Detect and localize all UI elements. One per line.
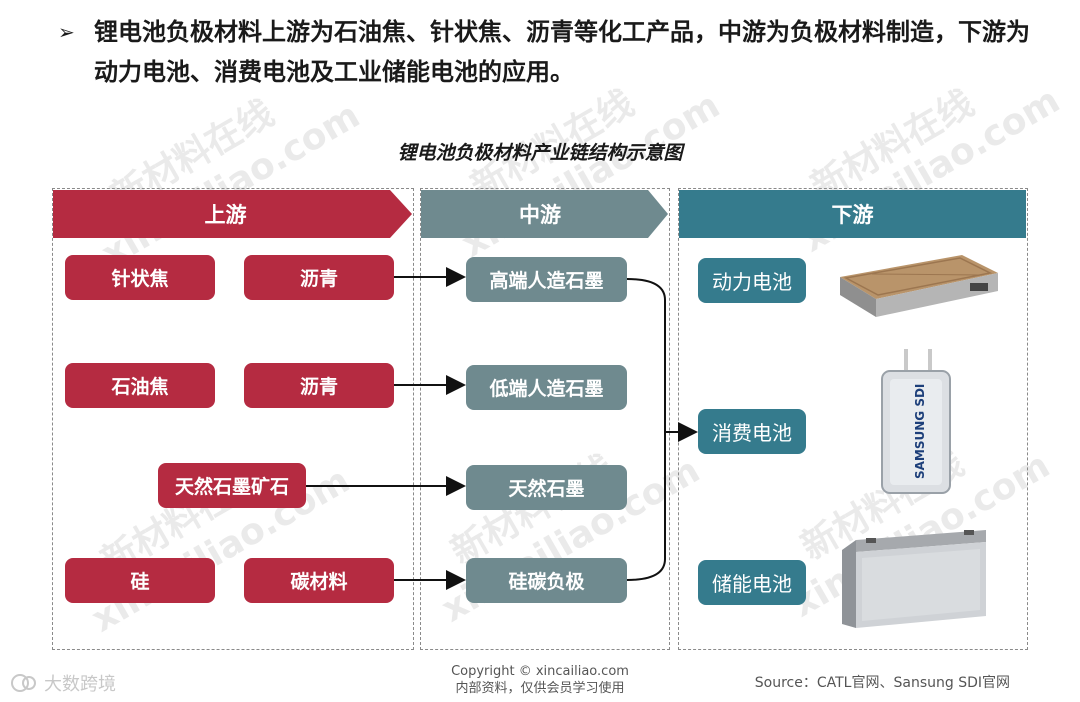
midstream-section [420,188,670,650]
diagram-title: 锂电池负极材料产业链结构示意图 [397,142,683,164]
midstream-bracket [626,278,666,581]
upstream-header-shape [53,190,412,238]
source-note: Source：CATL官网、Sansung SDI官网 [754,675,1010,691]
needle-coke-node: 针状焦 [65,255,215,300]
copyright-block: Copyright © xincailiao.com 内部资料，仅供会员学习使用 [420,663,660,697]
carbon-material-node: 碳材料 [244,558,394,603]
pitch-node: 沥青 [244,255,394,300]
downstream-header-shape [679,190,1026,238]
intro-text: 锂电池负极材料上游为石油焦、针状焦、沥青等化工产品，中游为负极材料制造，下游为动… [94,18,1030,86]
brand-icon [11,674,36,692]
power-battery-node: 动力电池 [698,258,806,303]
silicon-node: 硅 [65,558,215,603]
upstream-header: 上游 [204,203,247,227]
high-end-artificial-graphite-node: 高端人造石墨 [466,257,627,302]
consumer-battery-image: SAMSUNG SDI [881,349,951,494]
brand-logo: 大数跨境 [10,670,116,696]
usage-note: 内部资料，仅供会员学习使用 [455,681,625,696]
downstream-header: 下游 [831,203,874,227]
power-battery-image [840,255,998,317]
low-end-artificial-graphite-node: 低端人造石墨 [466,365,627,410]
petroleum-coke-node: 石油焦 [65,363,215,408]
storage-battery-node: 储能电池 [698,560,806,605]
upstream-section [52,188,414,650]
brand-name: 大数跨境 [44,674,116,695]
consumer-battery-node: 消费电池 [698,409,806,454]
natural-graphite-node: 天然石墨 [466,465,627,510]
battery-brand-label: SAMSUNG SDI [913,384,927,479]
storage-battery-image [842,530,986,628]
copyright-text: Copyright © xincailiao.com [451,664,629,679]
silicon-carbon-anode-node: 硅碳负极 [466,558,627,603]
natural-graphite-ore-node: 天然石墨矿石 [158,463,306,508]
midstream-header: 中游 [519,203,561,227]
intro-paragraph: ➢ 锂电池负极材料上游为石油焦、针状焦、沥青等化工产品，中游为负极材料制造，下游… [58,12,1048,92]
pitch-node: 沥青 [244,363,394,408]
midstream-header-shape [421,190,668,238]
bullet-icon: ➢ [58,20,75,44]
downstream-section [678,188,1028,650]
